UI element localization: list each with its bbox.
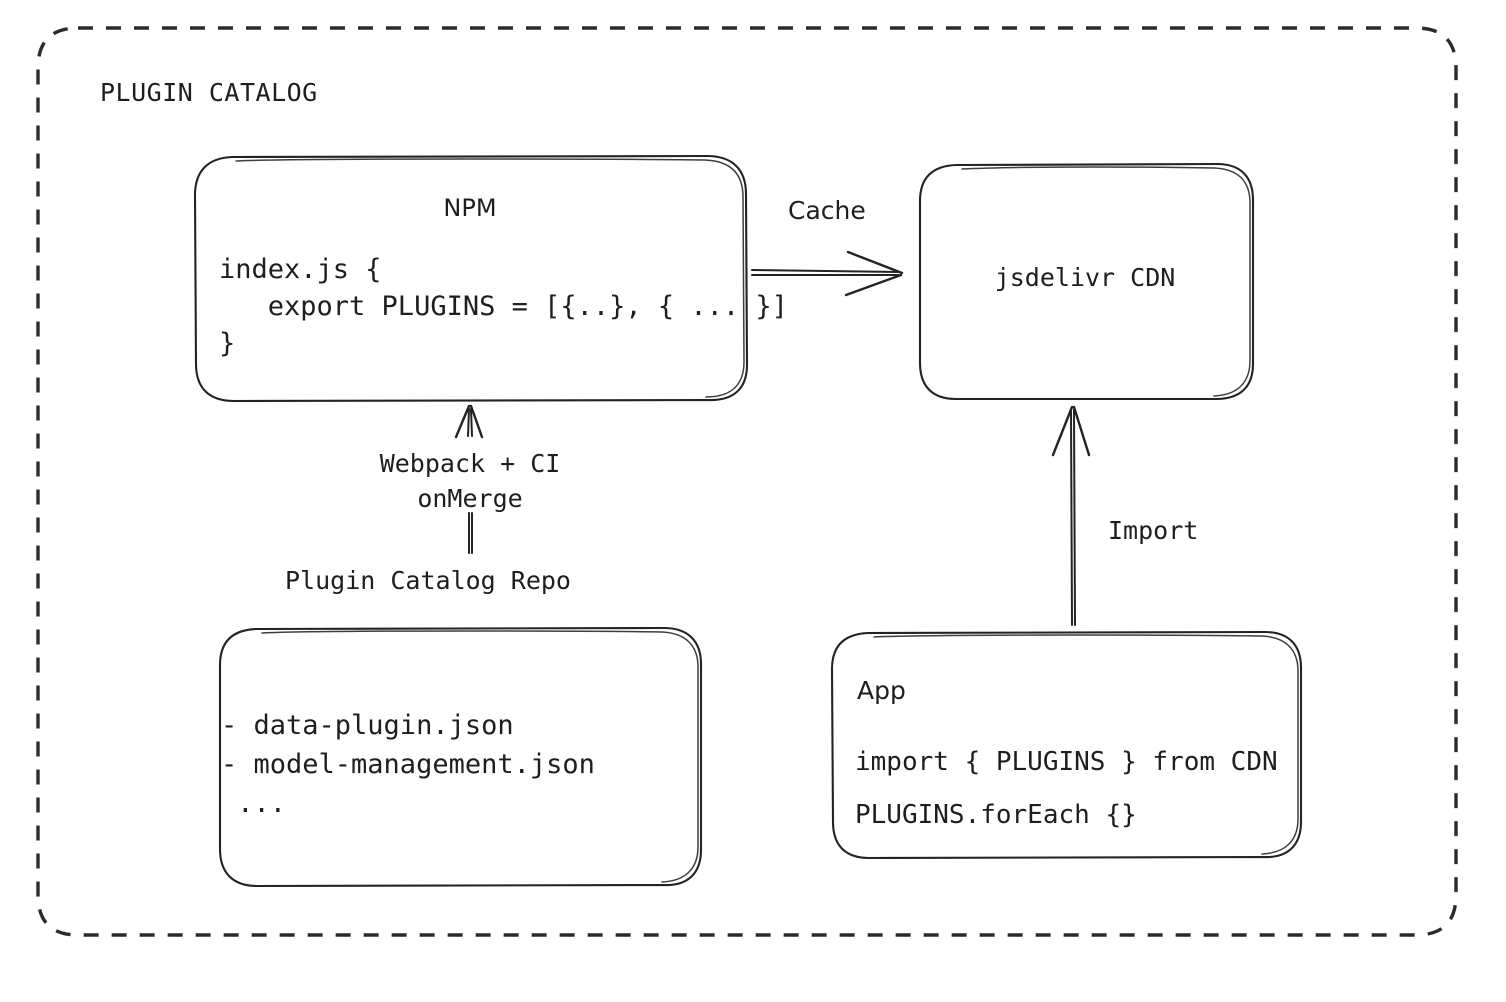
cdn-node-title: jsdelivr CDN (994, 263, 1176, 292)
repo-node-caption: Plugin Catalog Repo (285, 566, 571, 595)
edge-label-webpack-ci: Webpack + CI onMerge (379, 449, 561, 513)
repo-node-file-list: - data-plugin.json - model-management.js… (221, 710, 595, 820)
npm-node-title: NPM (443, 194, 497, 222)
edge-label-import: Import (1108, 516, 1199, 545)
app-node-code: import { PLUGINS } from CDN PLUGINS.forE… (855, 747, 1278, 831)
npm-node-shape (193, 154, 749, 403)
app-node-title: App (857, 676, 906, 705)
edge-app-to-cdn (1051, 405, 1091, 626)
frame-title: PLUGIN CATALOG (100, 78, 318, 107)
edge-repo-to-npm (454, 404, 484, 554)
app-node-shape (830, 630, 1303, 860)
repo-node-shape (218, 626, 703, 888)
plugin-catalog-frame (36, 26, 1458, 937)
npm-node-code: index.js { export PLUGINS = [{..}, { ...… (219, 254, 788, 359)
cdn-node-shape (918, 162, 1255, 401)
edge-label-cache: Cache (788, 196, 866, 225)
edge-npm-to-cdn (751, 250, 904, 297)
